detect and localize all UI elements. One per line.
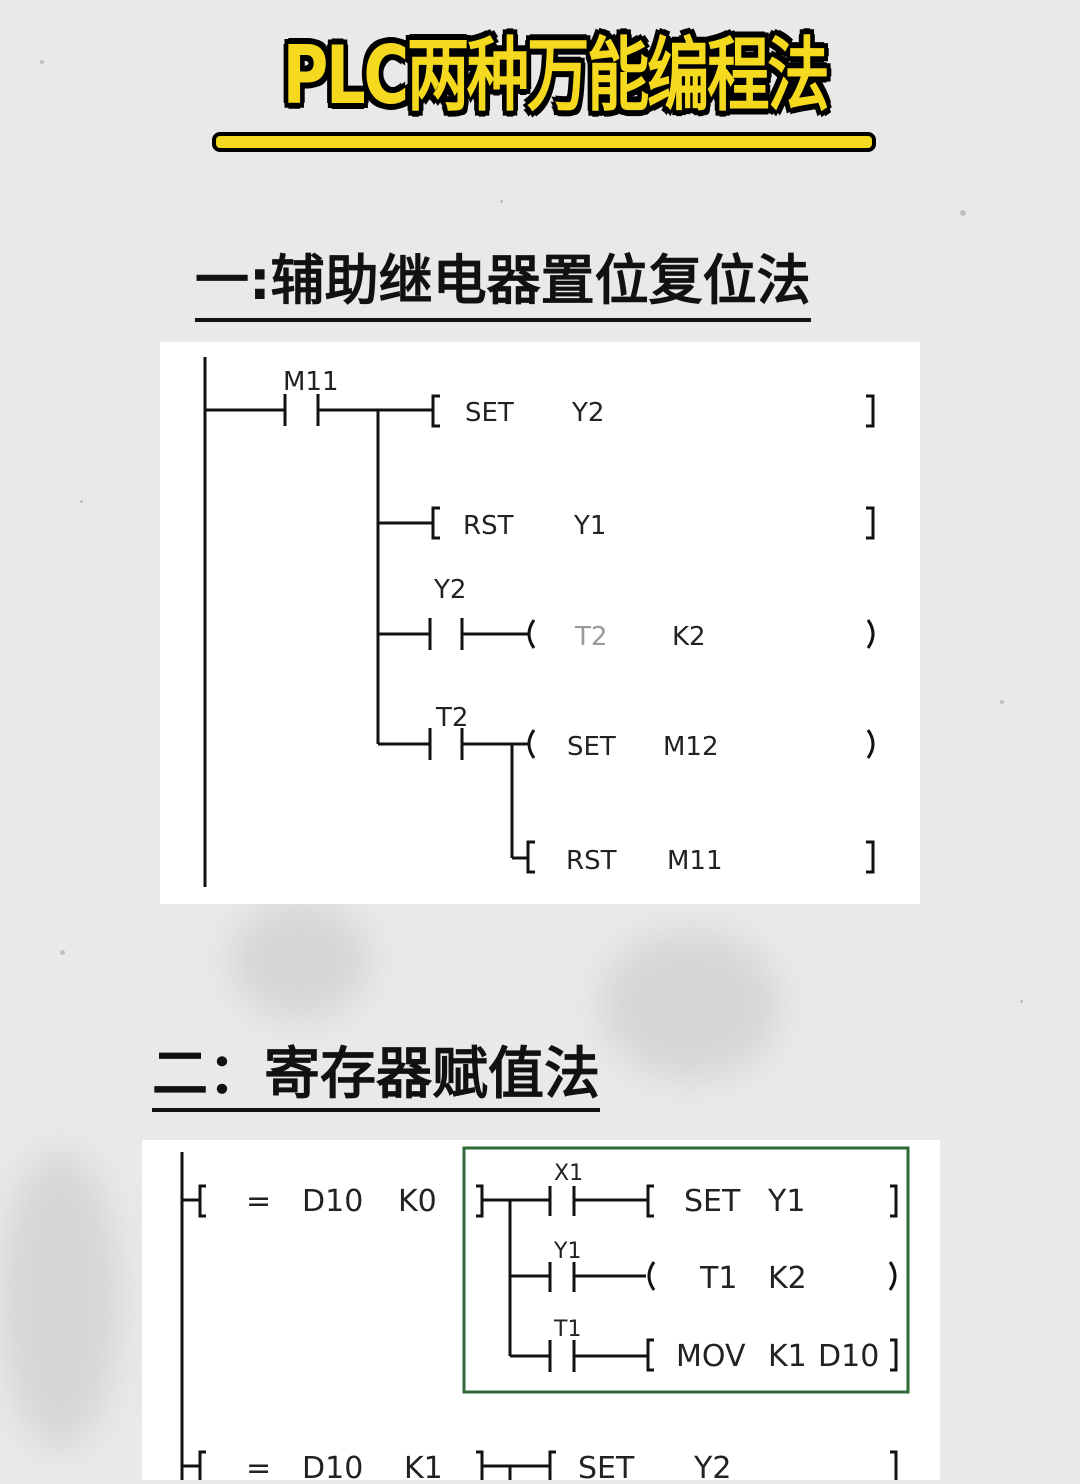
title-underline	[212, 132, 876, 152]
ladder-diagram-1-svg: M11 SET Y2 RST Y1 Y2 T2 K2 T2 SET M12 RS…	[203, 357, 875, 887]
background-speck	[500, 200, 503, 203]
background-speck	[1000, 700, 1004, 704]
operand-m12: M12	[663, 732, 719, 762]
background-shadow	[600, 930, 780, 1080]
operand-m11: M11	[667, 846, 723, 876]
operand-y1: Y1	[767, 1184, 805, 1219]
background-shadow	[230, 900, 370, 1020]
background-shadow	[0, 1150, 120, 1450]
background-speck	[1020, 1000, 1023, 1003]
instr-set-y2: SET	[578, 1451, 635, 1480]
contact-label-t2: T2	[435, 703, 468, 733]
timer-t1: T1	[699, 1261, 737, 1296]
contact-label-m11: M11	[283, 367, 339, 397]
instr-rst-1: RST	[463, 511, 514, 541]
instr-mov: MOV	[676, 1339, 746, 1374]
operand-k2: K2	[768, 1261, 807, 1296]
compare2-op: =	[246, 1451, 271, 1480]
section2-underline	[152, 1108, 600, 1112]
contact-label-y1: Y1	[553, 1239, 581, 1264]
instr-rst-2: RST	[566, 846, 617, 876]
instr-set-1: SET	[465, 398, 514, 428]
compare2-val: K1	[404, 1451, 443, 1480]
timer-t2: T2	[574, 622, 607, 652]
contact-label-x1: X1	[554, 1161, 583, 1186]
operand-y1: Y1	[573, 511, 606, 541]
section2-heading: 二：寄存器赋值法	[152, 1042, 600, 1112]
operand-y2: Y2	[571, 398, 604, 428]
background-speck	[80, 500, 83, 503]
page-title-container: PLC两种万能编程法	[210, 28, 870, 153]
page-title: PLC两种万能编程法	[282, 29, 830, 122]
background-speck	[40, 60, 44, 64]
highlight-box	[462, 1146, 910, 1394]
background-speck	[960, 210, 966, 216]
ladder-diagram-2-svg: = D10 K0 X1 SET Y1 Y1 T1 K2 T1 MOV K1 D1…	[180, 1146, 910, 1484]
operand-d10: D10	[818, 1339, 879, 1374]
section1-underline	[195, 318, 811, 322]
section2-heading-text: 二：寄存器赋值法	[152, 1042, 600, 1107]
contact-label-t1: T1	[553, 1317, 581, 1342]
section1-heading-text: 一:辅助继电器置位复位法	[195, 249, 811, 312]
background-speck	[60, 950, 65, 955]
operand-k1: K1	[768, 1339, 807, 1374]
operand-y2: Y2	[693, 1451, 731, 1480]
compare1-reg: D10	[302, 1184, 363, 1219]
instr-set-y1: SET	[684, 1184, 741, 1219]
ladder-diagram-1: M11 SET Y2 RST Y1 Y2 T2 K2 T2 SET M12 RS…	[160, 342, 920, 904]
instr-set-2: SET	[567, 732, 616, 762]
ladder-diagram-2: = D10 K0 X1 SET Y1 Y1 T1 K2 T1 MOV K1 D1…	[142, 1140, 940, 1484]
contact-label-y2: Y2	[433, 575, 466, 605]
section1-heading: 一:辅助继电器置位复位法	[195, 249, 811, 322]
compare2-reg: D10	[302, 1451, 363, 1480]
compare1-val: K0	[398, 1184, 437, 1219]
operand-k2: K2	[672, 622, 706, 652]
compare1-op: =	[246, 1184, 271, 1219]
